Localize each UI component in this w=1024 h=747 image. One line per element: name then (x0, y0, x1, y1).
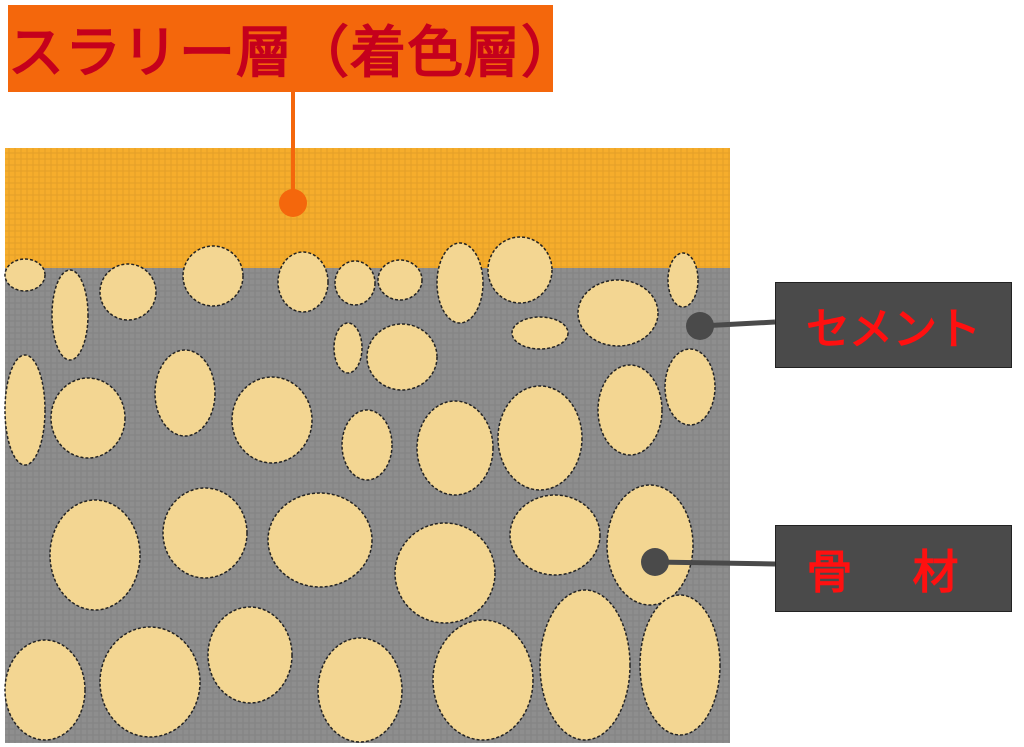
aggregate-stone (577, 279, 659, 347)
slurry-layer-label: スラリー層（着色層） (8, 5, 577, 92)
aggregate-stone (4, 258, 46, 292)
aggregate-stone (597, 364, 663, 456)
aggregate-stone (334, 260, 376, 306)
aggregate-stone (207, 606, 293, 704)
aggregate-stone (51, 269, 89, 361)
aggregate-stone (4, 354, 46, 466)
aggregate-stone (154, 349, 216, 437)
aggregate-stone (509, 494, 601, 576)
aggregate-stone (511, 316, 569, 350)
aggregate-stone (394, 522, 496, 624)
aggregate-stone (341, 409, 393, 481)
aggregate-stone (539, 589, 631, 741)
aggregate-stone (606, 484, 694, 606)
aggregate-stone (377, 259, 423, 301)
aggregate-stone (497, 385, 583, 491)
aggregate-stone (664, 348, 716, 426)
cement-label: セメント (775, 282, 1012, 368)
aggregate-stone (317, 637, 403, 743)
aggregate-stones (4, 236, 721, 743)
aggregate-stone (667, 252, 699, 308)
aggregate-stone (639, 594, 721, 736)
aggregate-stone (436, 242, 484, 324)
aggregate-stone (4, 639, 86, 741)
aggregate-stone (99, 626, 201, 738)
aggregate-stone (333, 322, 363, 374)
aggregate-stone (182, 245, 244, 307)
aggregate-label: 骨 材 (775, 525, 1012, 612)
aggregate-stone (432, 619, 534, 741)
aggregate-stone (50, 377, 126, 459)
aggregate-stone (416, 400, 494, 496)
aggregate-stone (231, 376, 313, 464)
aggregate-stone (162, 487, 248, 579)
aggregate-stone (277, 251, 329, 313)
cement-pointer-dot (686, 312, 714, 340)
aggregate-stone (99, 263, 157, 321)
aggregate-stone (49, 499, 141, 611)
slurry-pointer-dot (279, 189, 307, 217)
aggregate-stone (267, 492, 373, 588)
aggregate-stone (487, 236, 553, 304)
aggregate-pointer-dot (641, 548, 669, 576)
aggregate-leader-line (654, 559, 776, 567)
aggregate-stone (366, 323, 438, 391)
